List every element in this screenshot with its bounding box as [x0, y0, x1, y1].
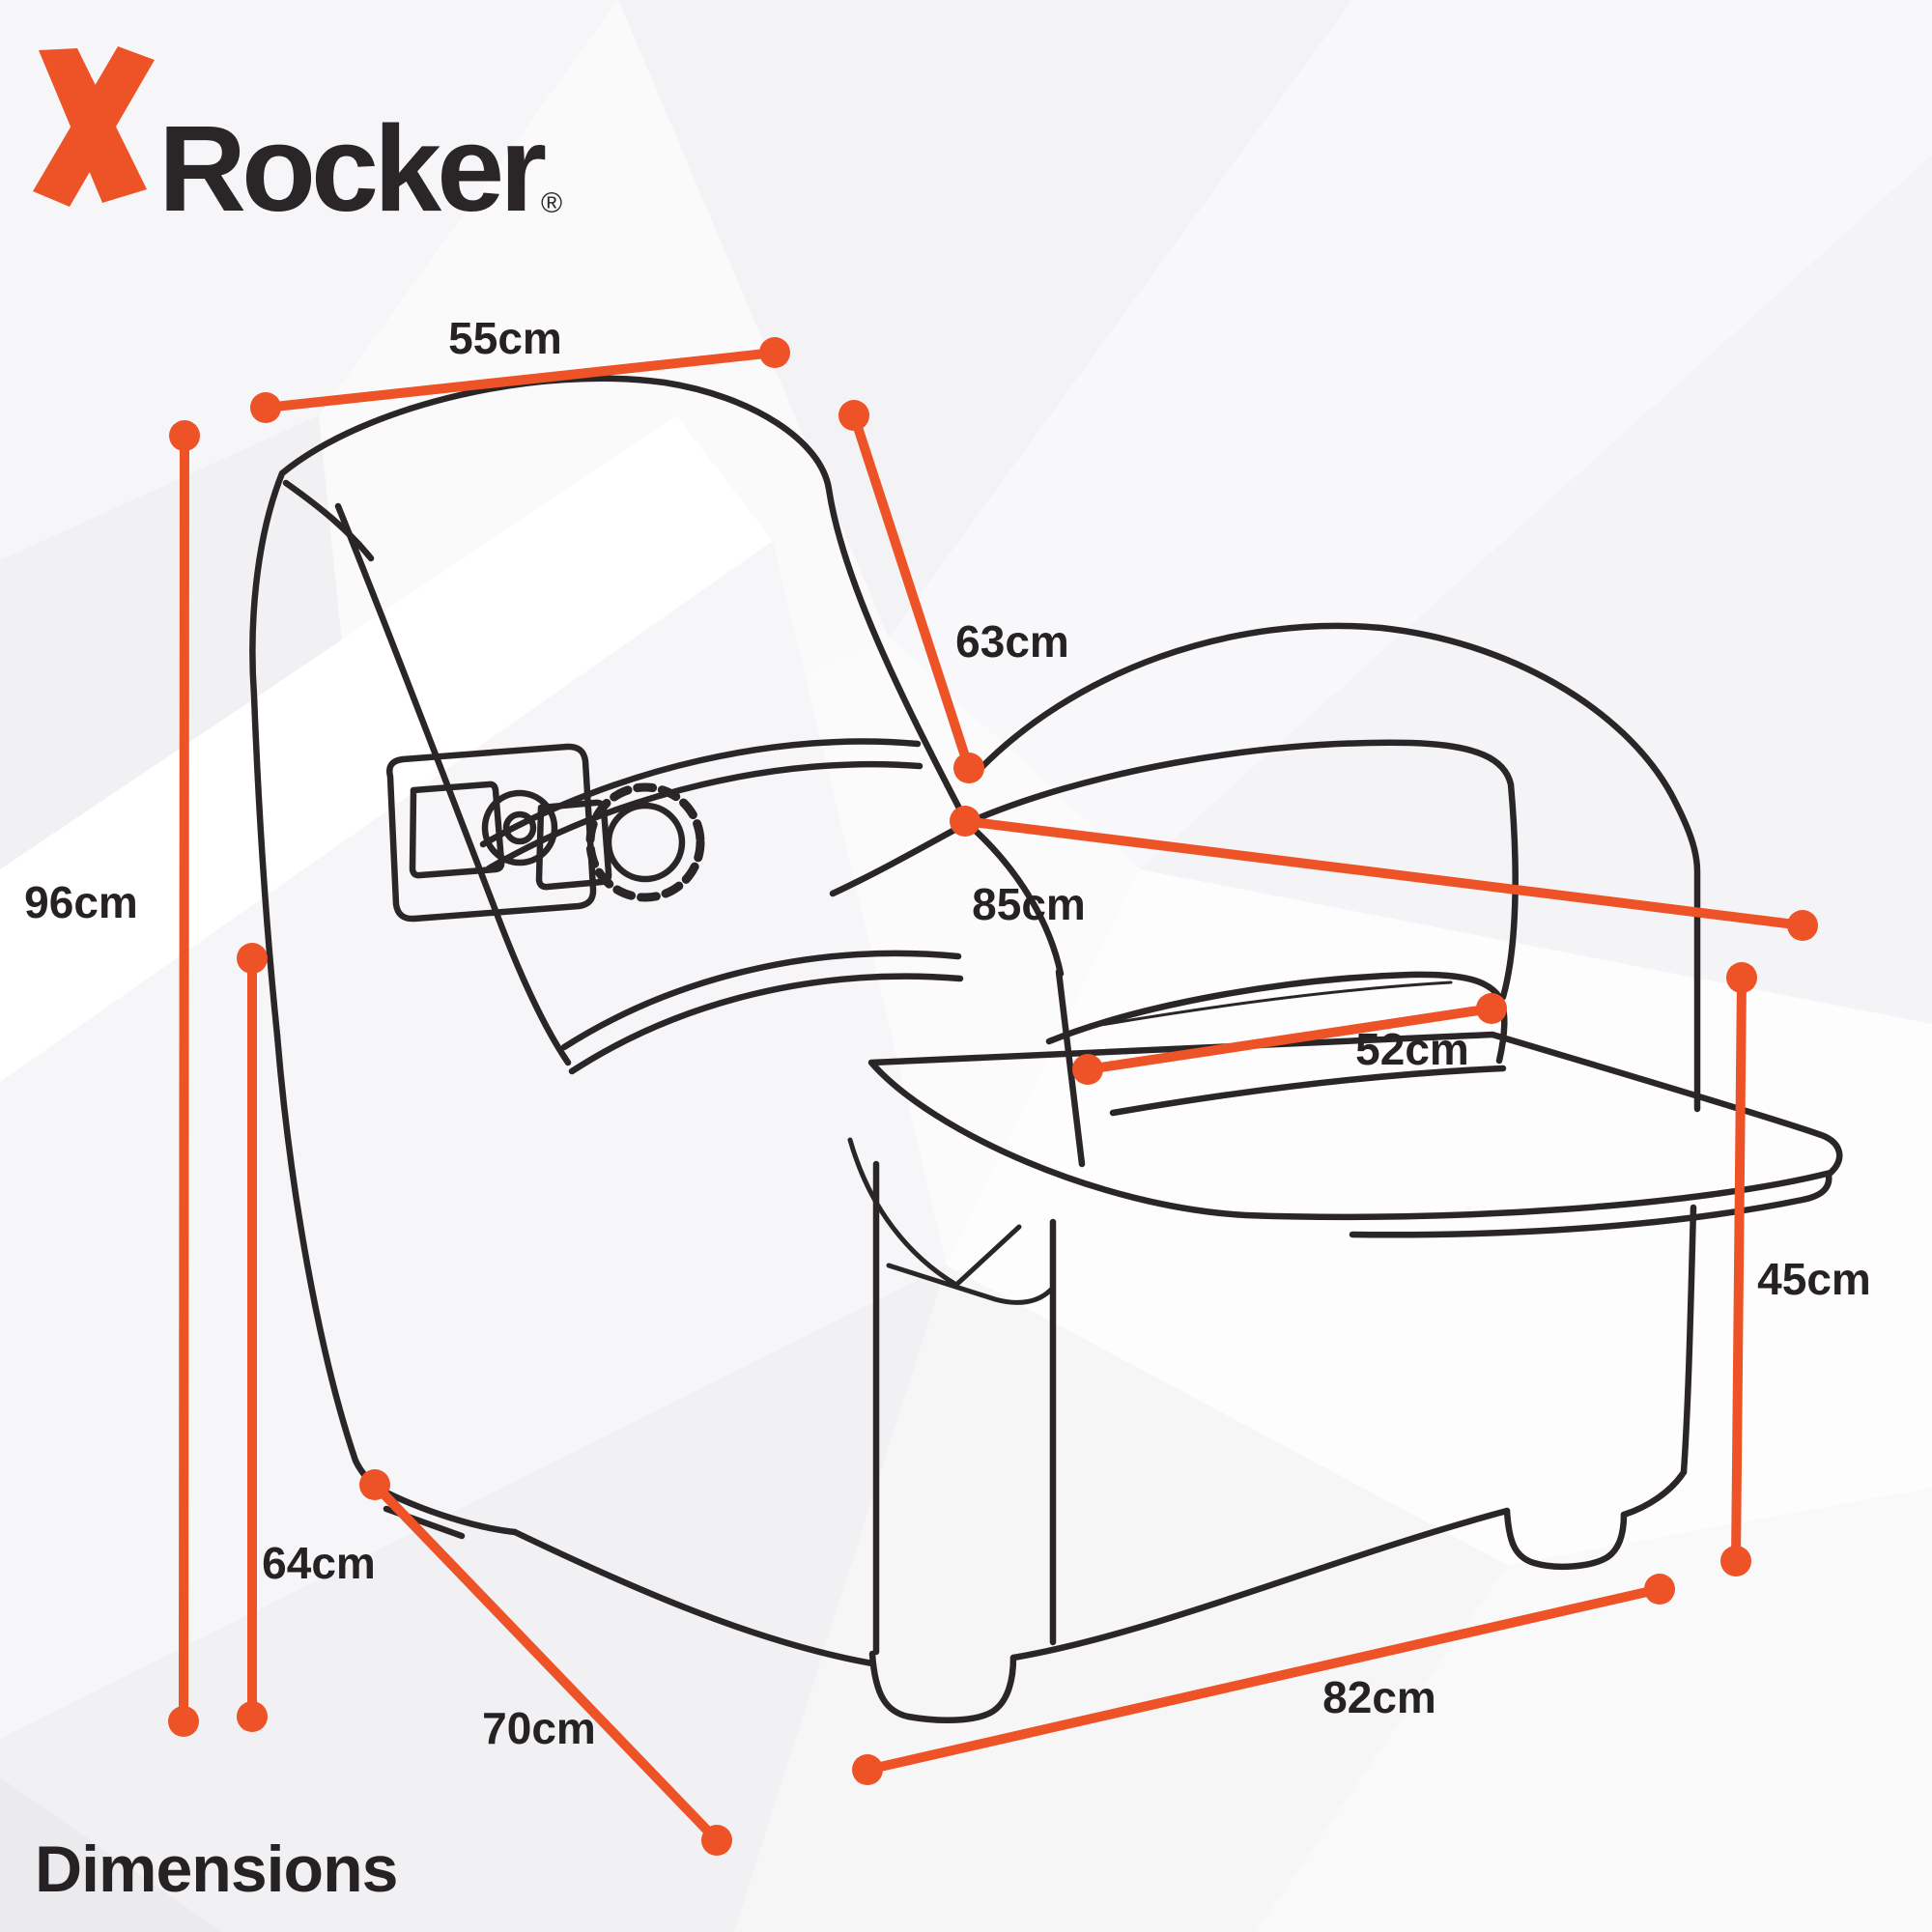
speaker-icon [585, 782, 705, 902]
measurements: 55cm 63cm 96cm 64cm 85cm [24, 313, 1871, 1856]
dimension-endpoint-dot [1787, 910, 1818, 941]
base-underside-edge [1009, 1507, 1511, 1662]
dimension-endpoint-dot [168, 1706, 199, 1737]
dimension-label: 63cm [955, 616, 1069, 667]
measurement-overall-depth: 85cm [950, 806, 1818, 941]
armrest-outer-edge [967, 622, 1701, 1113]
control-knob-icon [481, 789, 558, 867]
seat-front-left-edge [1055, 968, 1086, 1168]
armrest-inner-edge [963, 739, 1519, 1001]
measurement-base-height: 64cm [237, 943, 376, 1732]
dimension-label: 45cm [1757, 1254, 1871, 1304]
dimension-endpoint-dot [359, 1469, 390, 1500]
dimension-label: 52cm [1355, 1024, 1469, 1074]
dimension-endpoint-dot [1072, 1054, 1103, 1085]
dimension-endpoint-dot [1726, 962, 1757, 993]
dimension-endpoint-dot [237, 1701, 268, 1732]
backrest-cushion-contour [334, 502, 572, 1066]
dimension-endpoint-dot [237, 943, 268, 974]
page-title: Dimensions [35, 1833, 397, 1906]
control-panel-screen [409, 781, 505, 879]
base-front-bottom-edge [511, 1528, 876, 1667]
dimension-label: 55cm [448, 313, 562, 363]
base-right-edge [1680, 1204, 1697, 1476]
backrest-seam-upper-2 [485, 760, 923, 872]
measurement-overall-height: 96cm [24, 420, 200, 1737]
seat-cushion-bottom-edge [1109, 1065, 1507, 1117]
base-rear-corner [1620, 1468, 1688, 1519]
seat-back-corner-seam [963, 819, 1065, 978]
dimension-endpoint-dot [1720, 1546, 1751, 1577]
registered-trademark-symbol: ® [541, 187, 562, 219]
footrest-panel [867, 1031, 1843, 1221]
measurement-backrest-height: 63cm [838, 400, 1069, 783]
dimension-endpoint-dot [169, 420, 200, 451]
dimension-endpoint-dot [950, 806, 980, 837]
chair-illustration [249, 375, 1843, 1723]
dimension-endpoint-dot [953, 753, 984, 783]
backrest-seam-lower [560, 950, 962, 1051]
x-rocker-x-icon [33, 46, 155, 207]
seat-back-left-seam [829, 819, 971, 897]
seat-cushion-inner-line [1082, 980, 1453, 1030]
dimension-label: 70cm [482, 1703, 596, 1753]
dimension-label: 96cm [24, 877, 138, 927]
dimension-endpoint-dot [250, 392, 281, 423]
headrest-corner-seam [282, 479, 375, 562]
base-left-edge [273, 1032, 381, 1492]
dimension-label: 82cm [1322, 1672, 1436, 1722]
control-panel-outline [386, 743, 597, 923]
dimension-endpoint-dot [759, 337, 790, 368]
logo-wordmark: Rocker [158, 100, 546, 237]
dimension-label: 85cm [972, 879, 1086, 929]
backrest-outline [249, 375, 971, 1039]
dimension-endpoint-dot [852, 1754, 883, 1785]
dimension-endpoint-dot [838, 400, 869, 431]
measurement-backrest-top-width: 55cm [250, 313, 790, 423]
dimension-endpoint-dot [1644, 1574, 1675, 1605]
brand-logo: Rocker ® [33, 46, 562, 237]
front-foot [868, 1650, 1017, 1723]
measurement-footrest-height: 45cm [1720, 962, 1871, 1577]
dimension-endpoint-dot [701, 1825, 732, 1856]
control-knob-center [502, 810, 537, 845]
footrest-front-edge [1349, 1171, 1833, 1238]
dimension-endpoint-dot [1476, 993, 1507, 1024]
rear-foot [1503, 1507, 1628, 1571]
measurement-seat-width: 52cm [1072, 993, 1507, 1085]
speaker-cone [605, 802, 686, 883]
footrest-linkage [847, 1137, 1054, 1305]
backrest-seam-lower-2 [568, 973, 964, 1075]
measurement-base-width: 82cm [852, 1574, 1675, 1785]
dimension-label: 64cm [262, 1538, 376, 1588]
measurement-base-depth: 70cm [359, 1469, 732, 1856]
